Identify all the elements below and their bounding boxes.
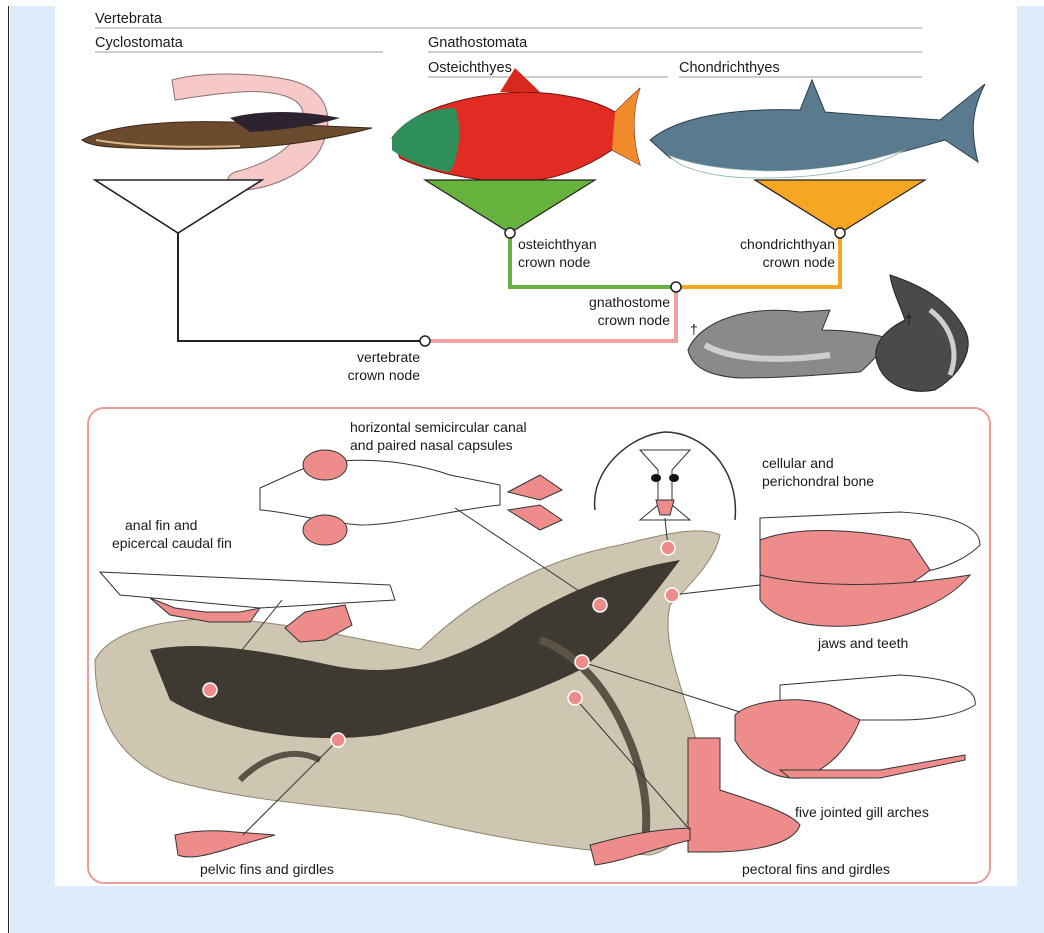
marker-pectoral-fin <box>568 691 582 705</box>
feature-label-jaws: jaws and teeth <box>817 635 908 651</box>
vertebrate-node-label-2: crown node <box>348 367 421 383</box>
clade-label-vertebrata: Vertebrata <box>95 11 163 27</box>
feature-label-canal-1: horizontal semicircular canal <box>350 419 527 435</box>
chondrichthyan-node-label-2: crown node <box>763 254 836 270</box>
gnathostome-crown-node-marker <box>671 282 681 292</box>
clade-label-cyclostomata: Cyclostomata <box>95 35 184 51</box>
marker-pelvic-fin <box>331 733 345 747</box>
feature-label-pectoral: pectoral fins and girdles <box>742 861 890 877</box>
feature-label-caudal-1: anal fin and <box>125 517 197 533</box>
chondrichthyan-crown-node-marker <box>835 228 845 238</box>
vertebrate-node-label-1: vertebrate <box>357 349 420 365</box>
clade-label-gnathostomata: Gnathostomata <box>428 35 528 51</box>
cyclostome-branch <box>178 233 425 341</box>
osteichthyan-node-label-2: crown node <box>518 254 591 270</box>
marker-gill-arches <box>575 655 589 669</box>
osteichthyan-clade-triangle <box>425 180 595 233</box>
marker-semicircular-canal <box>593 598 607 612</box>
marker-caudal-fin <box>203 683 217 697</box>
clade-label-chondrichthyes: Chondrichthyes <box>679 60 780 76</box>
feature-label-bone-2: perichondral bone <box>762 473 874 489</box>
feature-label-bone-1: cellular and <box>762 455 834 471</box>
salmon-illustration <box>392 68 640 182</box>
feature-label-canal-2: and paired nasal capsules <box>350 437 513 453</box>
marker-perichondral-bone <box>661 541 675 555</box>
feature-label-pelvic: pelvic fins and girdles <box>200 861 334 877</box>
vertebrate-crown-node-marker <box>420 336 430 346</box>
gnathostome-node-label-1: gnathostome <box>589 294 670 310</box>
cyclostome-clade-triangle <box>95 180 262 233</box>
osteichthyan-crown-node-marker <box>505 228 515 238</box>
lamprey-illustration <box>82 74 372 190</box>
extinct-stem-fishes: † † <box>688 275 968 391</box>
clade-headers: Vertebrata Cyclostomata Gnathostomata Os… <box>95 11 922 77</box>
chondrichthyan-node-label-1: chondrichthyan <box>740 236 835 252</box>
chondrichthyan-clade-triangle <box>755 180 925 233</box>
extinct-dagger-2: † <box>905 311 913 327</box>
feature-label-caudal-2: epicercal caudal fin <box>112 535 232 551</box>
osteichthyan-node-label-1: osteichthyan <box>518 236 597 252</box>
gnathostome-node-label-2: crown node <box>598 312 671 328</box>
shark-illustration <box>650 80 985 178</box>
clade-label-osteichthyes: Osteichthyes <box>428 60 512 76</box>
feature-label-gill: five jointed gill arches <box>795 804 929 820</box>
extinct-dagger-1: † <box>690 321 698 337</box>
marker-jaws <box>665 588 679 602</box>
